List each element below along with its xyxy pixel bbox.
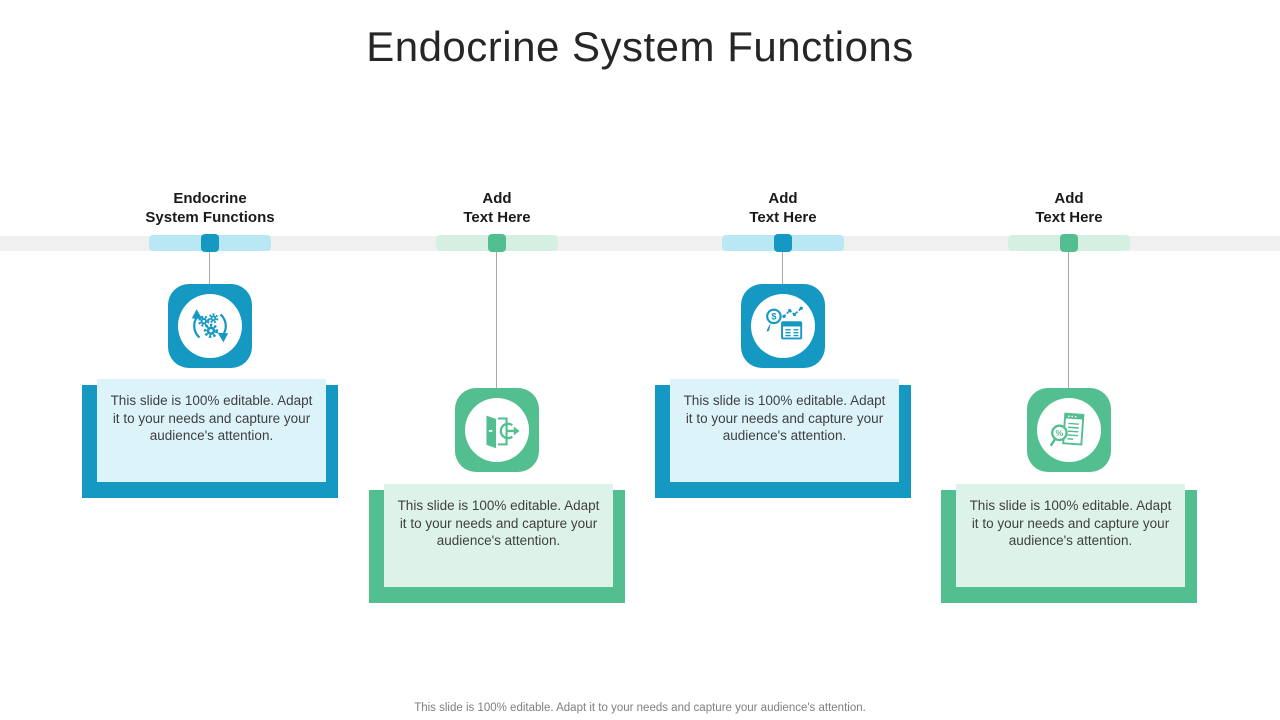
- icon-circle: %: [1037, 398, 1101, 462]
- icon-tile: %: [1027, 388, 1111, 472]
- header-line-2: System Functions: [145, 209, 275, 226]
- header-line-2: Text Here: [1035, 209, 1103, 226]
- panel-body-text: This slide is 100% editable. Adapt it to…: [397, 498, 600, 548]
- panel-body-text: This slide is 100% editable. Adapt it to…: [683, 393, 886, 443]
- header-line-2: Text Here: [749, 209, 817, 226]
- header-line-1: Add: [768, 190, 798, 207]
- connector-line: [496, 251, 497, 389]
- timeline-marker: [201, 234, 219, 252]
- connector-line: [782, 251, 783, 285]
- panel-body-text: This slide is 100% editable. Adapt it to…: [110, 393, 313, 443]
- text-panel: This slide is 100% editable. Adapt it to…: [956, 484, 1185, 587]
- svg-text:$: $: [771, 312, 776, 322]
- timeline-band: [0, 236, 1280, 251]
- footer-note: This slide is 100% editable. Adapt it to…: [414, 702, 866, 714]
- svg-text:%: %: [1056, 428, 1064, 438]
- document-review-icon: %: [1050, 412, 1085, 447]
- icon-tile: $: [741, 284, 825, 368]
- timeline-marker: [1060, 234, 1078, 252]
- slide-title: Endocrine System Functions: [366, 23, 914, 70]
- text-panel: This slide is 100% editable. Adapt it to…: [97, 379, 326, 482]
- panel-body-text: This slide is 100% editable. Adapt it to…: [969, 498, 1172, 548]
- finance-analysis-icon: $: [766, 306, 803, 340]
- icon-tile: [455, 388, 539, 472]
- timeline-marker: [774, 234, 792, 252]
- timeline-marker: [488, 234, 506, 252]
- text-panel: This slide is 100% editable. Adapt it to…: [670, 379, 899, 482]
- door-exit-icon: [486, 415, 520, 449]
- gears-sync-icon: [191, 309, 229, 343]
- icon-circle: [465, 398, 529, 462]
- connector-line: [209, 251, 210, 285]
- text-panel: This slide is 100% editable. Adapt it to…: [384, 484, 613, 587]
- header-line-1: Add: [1054, 190, 1084, 207]
- icon-tile: [168, 284, 252, 368]
- connector-line: [1068, 251, 1069, 389]
- header-line-1: Endocrine: [173, 190, 247, 207]
- icon-circle: [178, 294, 242, 358]
- header-line-2: Text Here: [463, 209, 531, 226]
- header-line-1: Add: [482, 190, 512, 207]
- icon-circle: $: [751, 294, 815, 358]
